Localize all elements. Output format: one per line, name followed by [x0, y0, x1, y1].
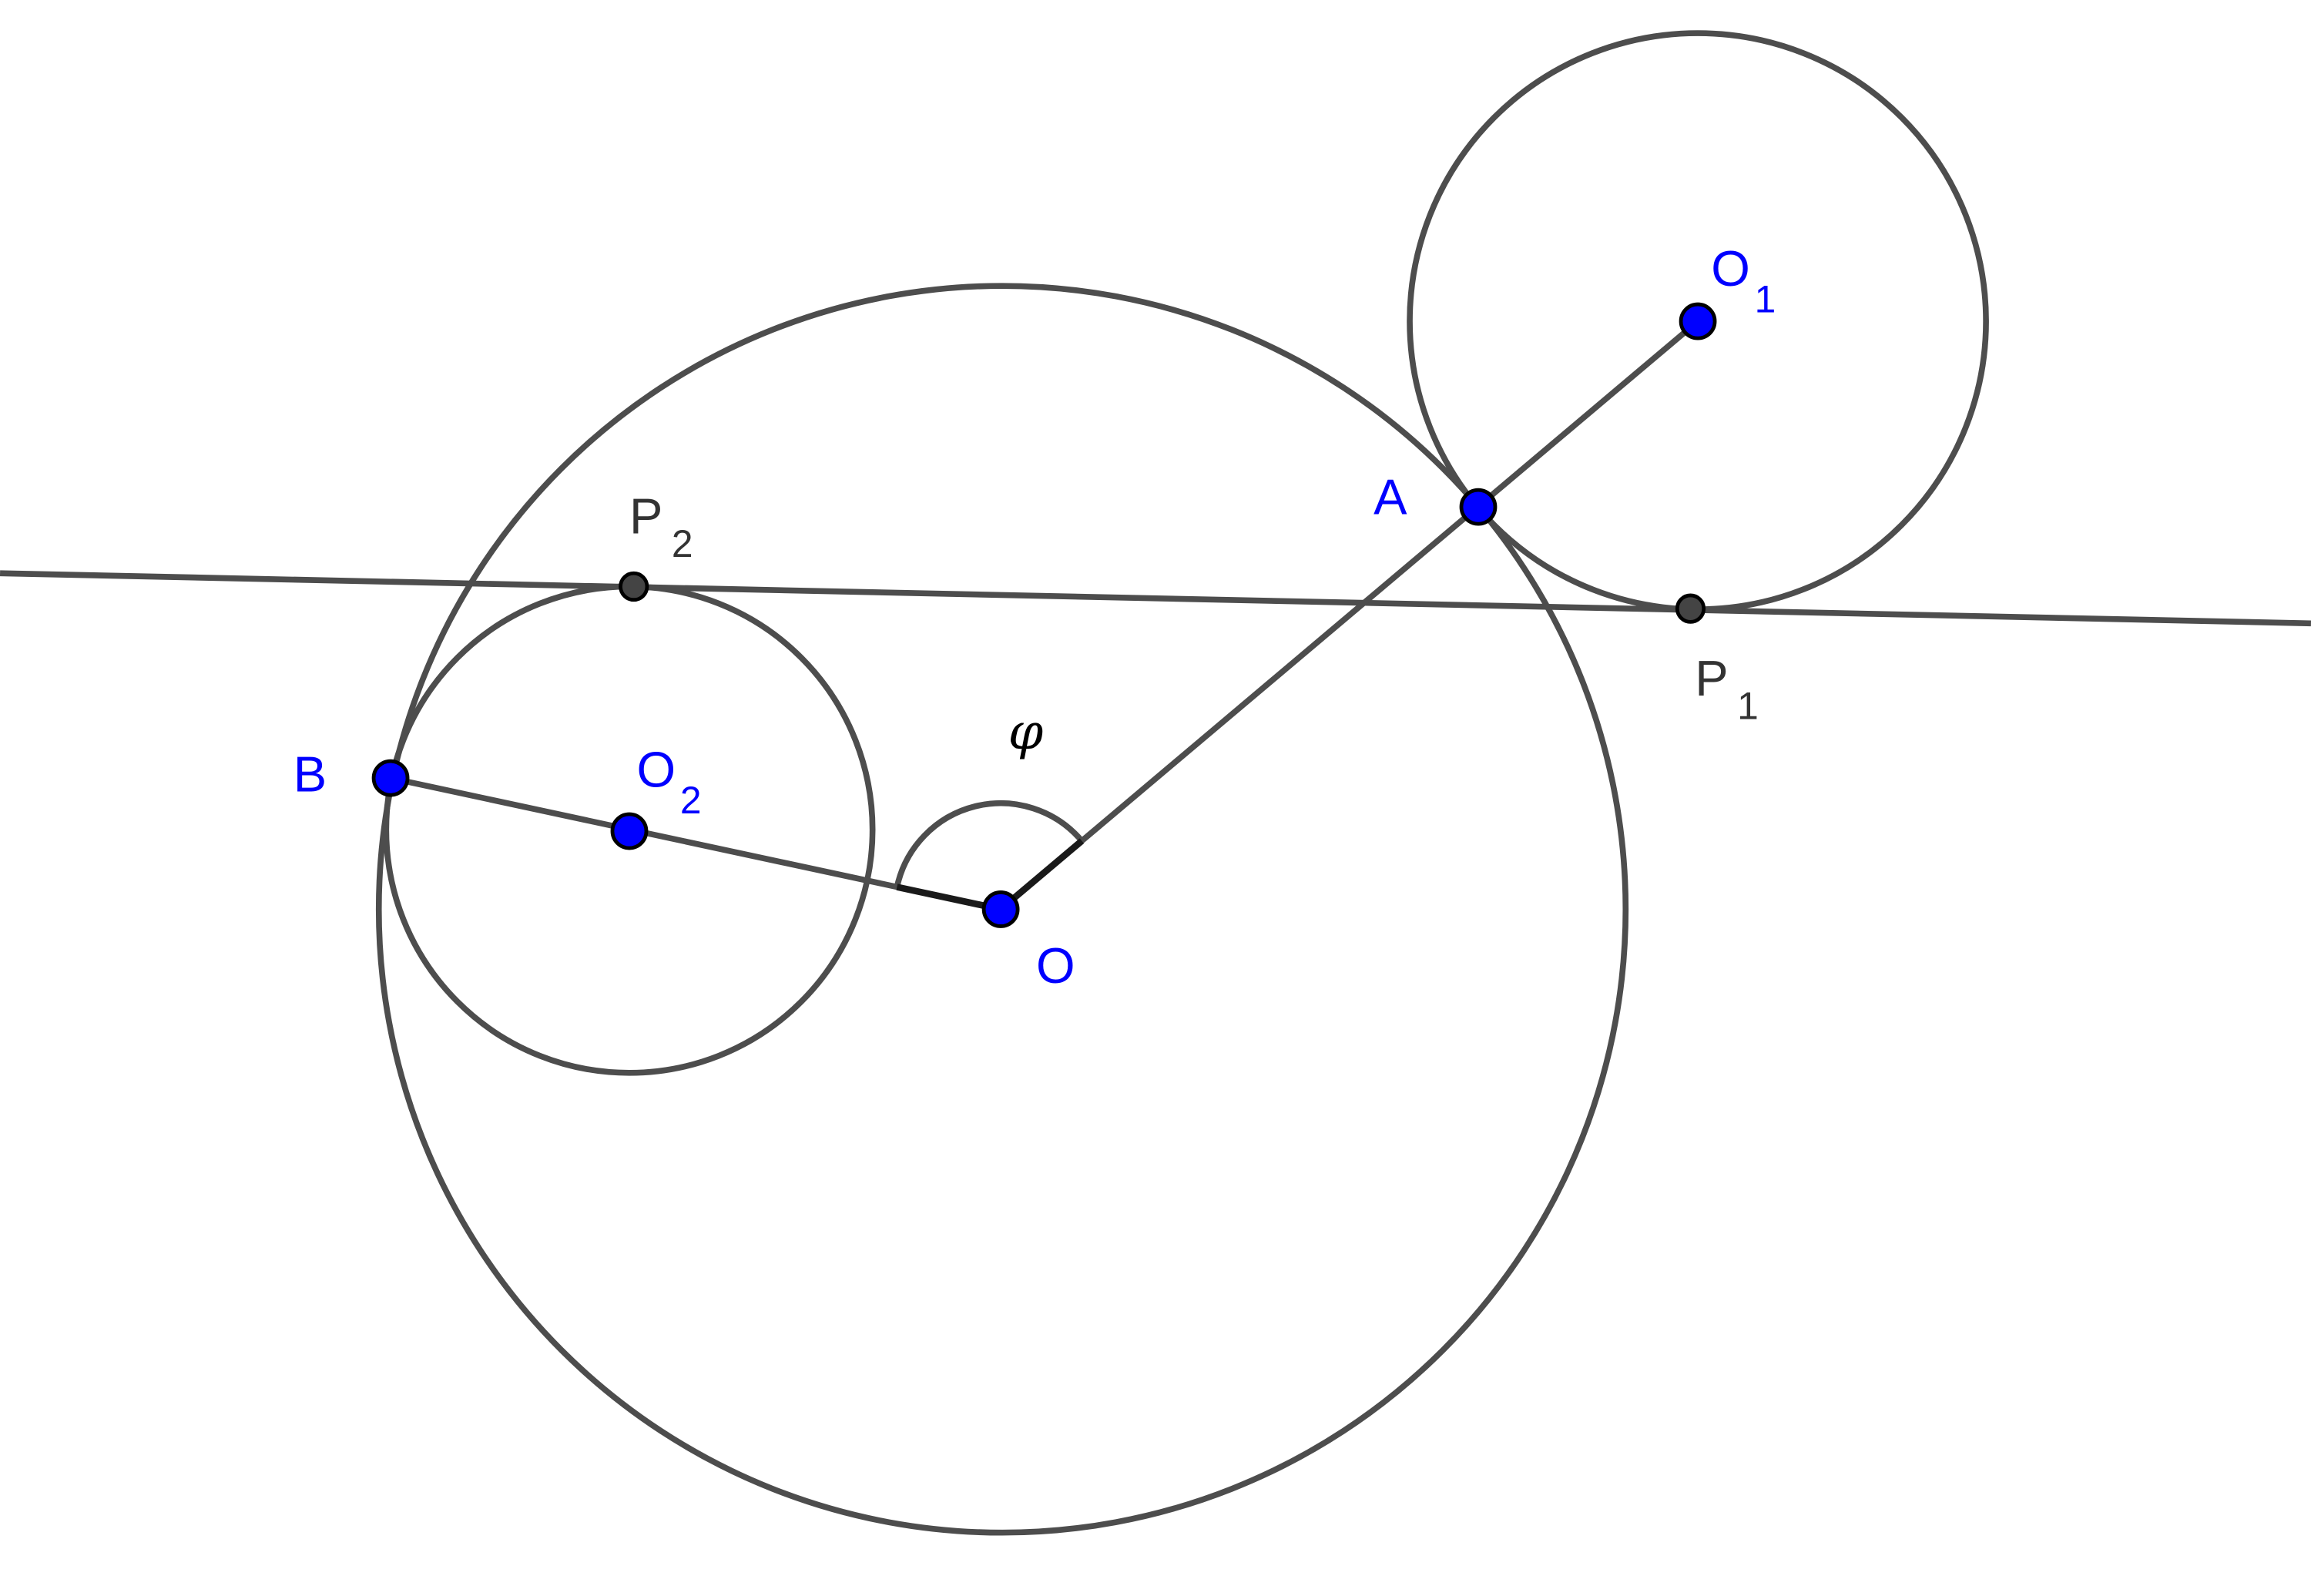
- point-P2[interactable]: [619, 571, 649, 602]
- point-O2[interactable]: [610, 812, 649, 850]
- angle-label-phi: φ: [1008, 703, 1044, 761]
- point-P1[interactable]: [1675, 593, 1706, 624]
- angle-arc-phi: [894, 800, 1085, 888]
- label-B: B: [293, 746, 327, 802]
- label-O2: O2: [637, 742, 702, 822]
- label-O1: O1: [1711, 240, 1776, 320]
- point-A[interactable]: [1459, 488, 1498, 526]
- point-B[interactable]: [371, 759, 410, 797]
- tangent-line-P1P2: [0, 570, 2311, 627]
- point-O1[interactable]: [1679, 302, 1717, 340]
- point-O[interactable]: [981, 890, 1020, 928]
- circle-O: [375, 283, 1629, 1536]
- segment-O-A-O1: [998, 319, 1700, 912]
- label-A: A: [1374, 469, 1407, 525]
- label-O: O: [1036, 937, 1075, 994]
